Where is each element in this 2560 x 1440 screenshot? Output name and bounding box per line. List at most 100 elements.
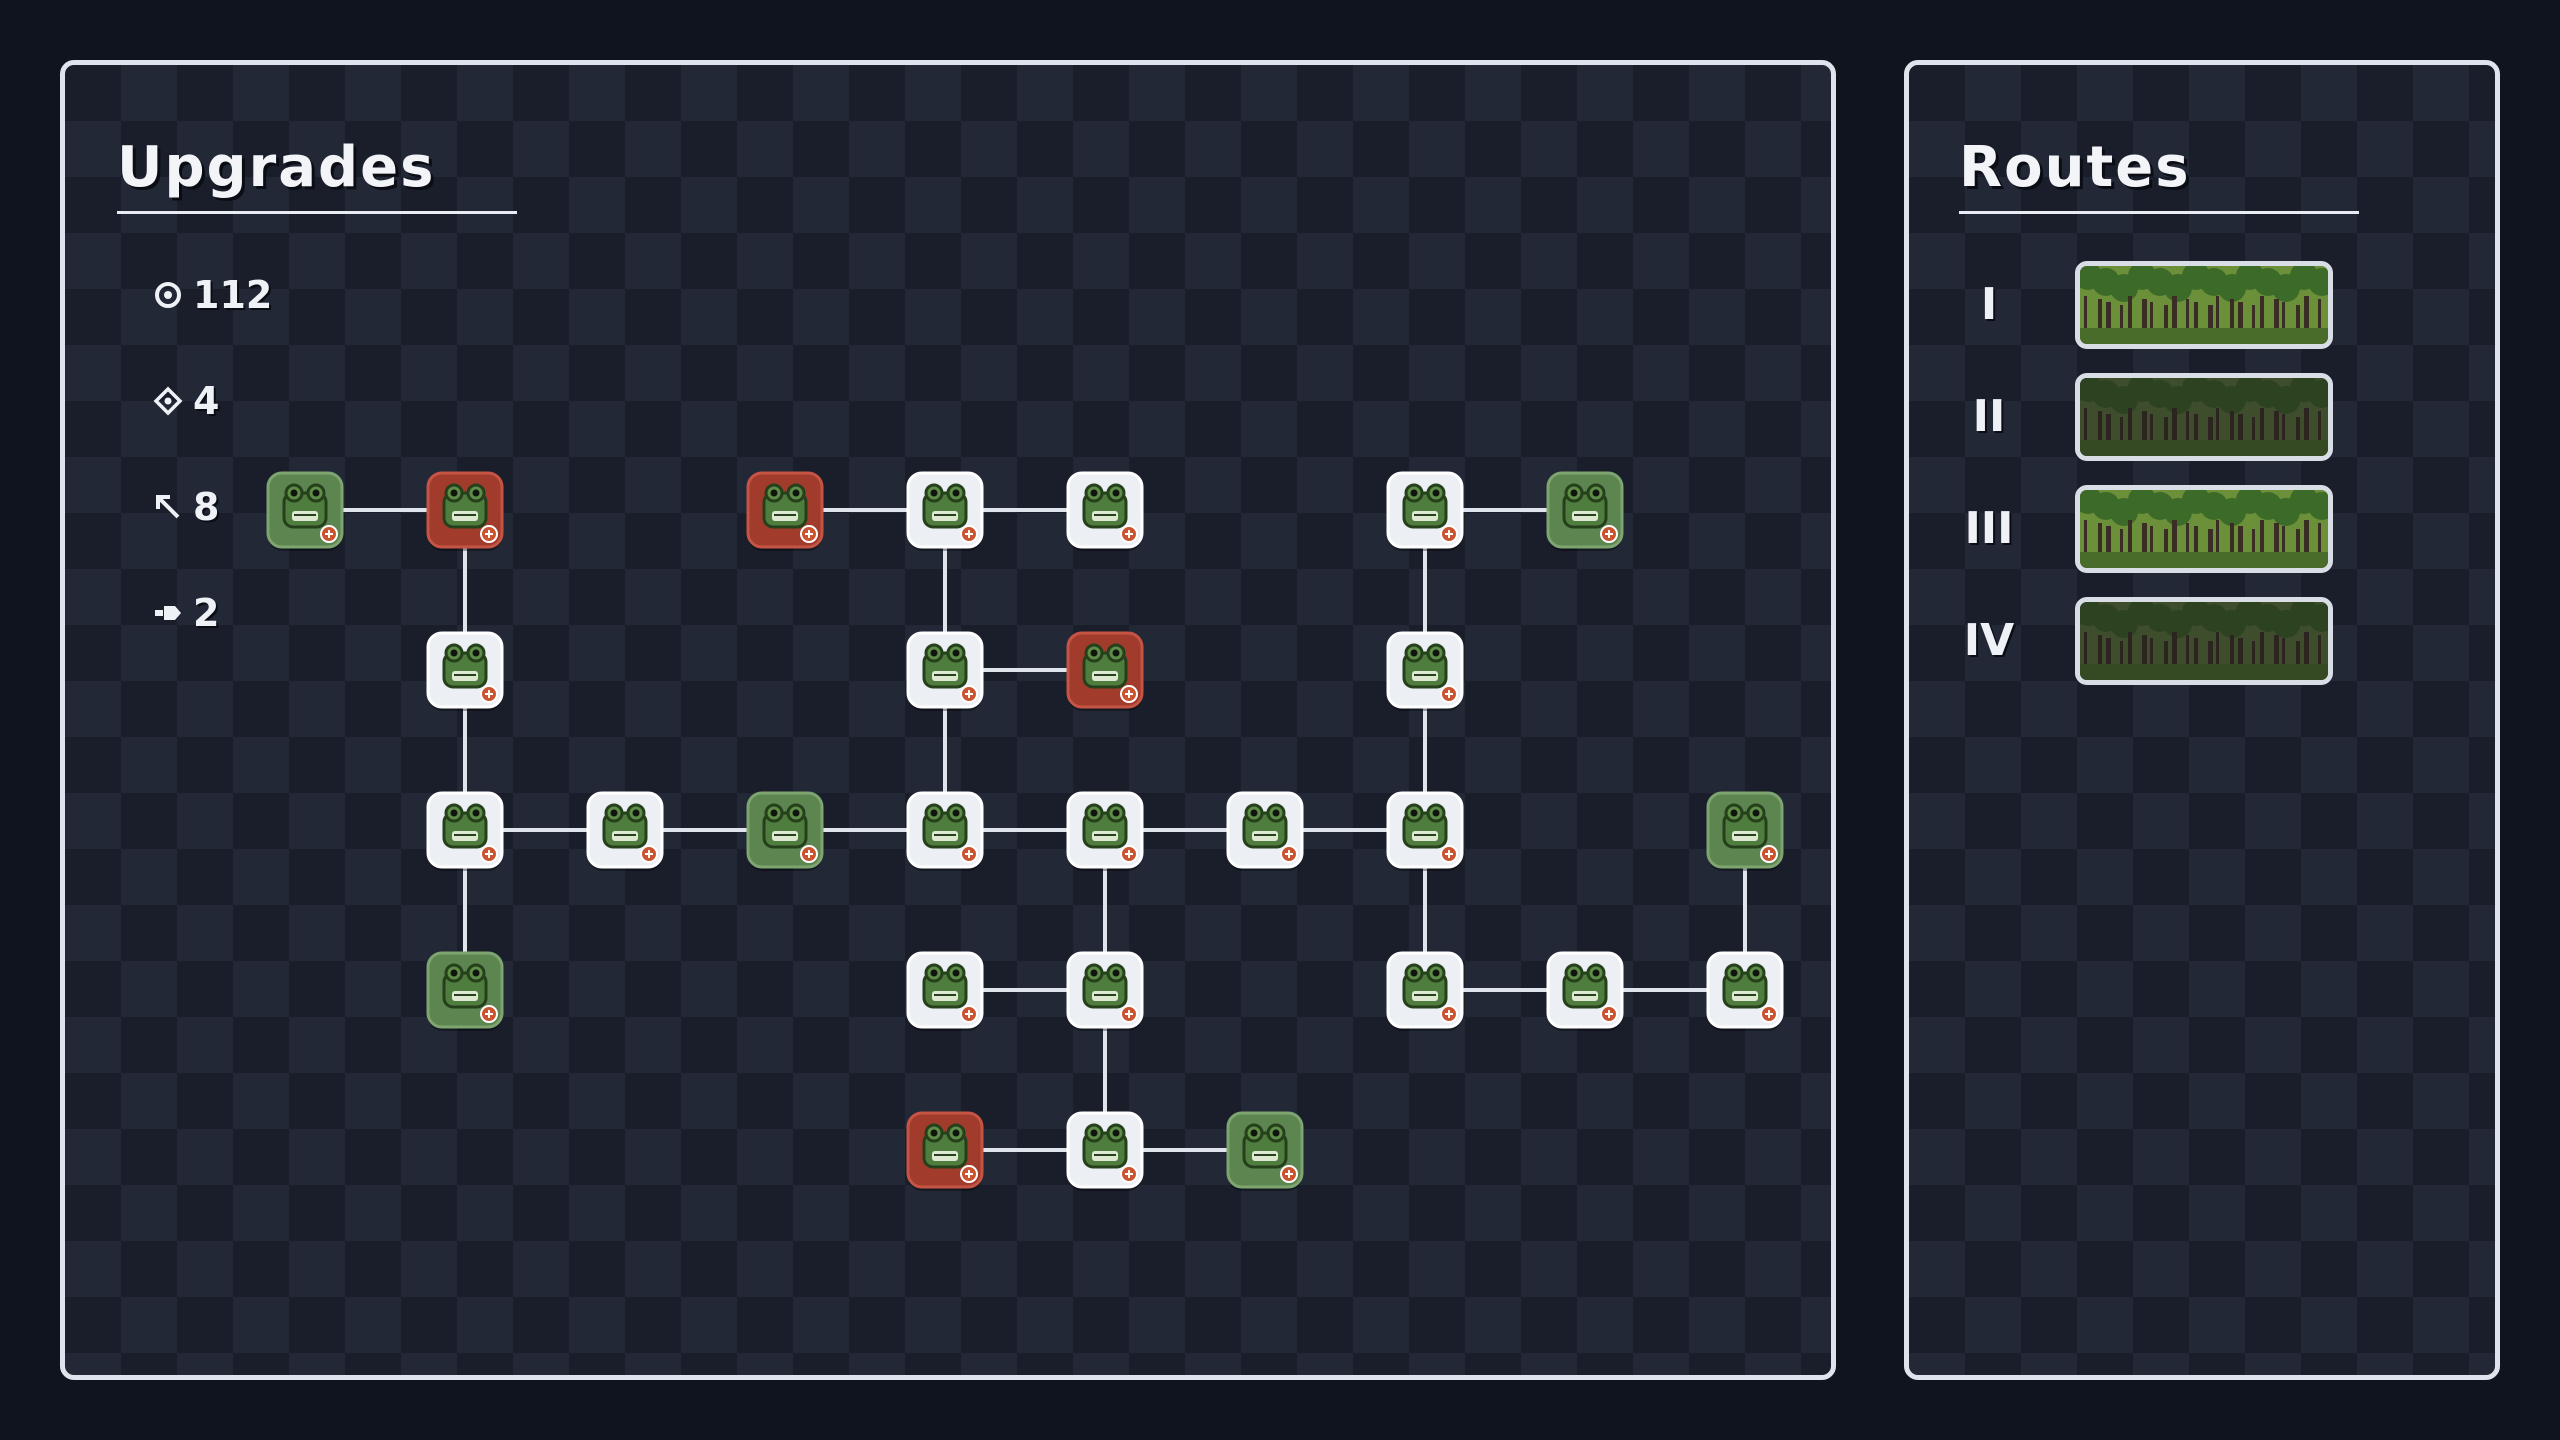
frog-face-icon — [1562, 483, 1608, 529]
upgrade-node-available[interactable] — [906, 791, 984, 871]
range-value: 8 — [193, 485, 220, 529]
route-row-1[interactable]: I — [1909, 261, 2495, 351]
upgrade-node-owned[interactable] — [266, 471, 344, 551]
upgrade-node-owned[interactable] — [1706, 791, 1784, 871]
plus-badge-icon — [1600, 525, 1618, 543]
frog-face-icon — [442, 963, 488, 1009]
speed-value: 2 — [193, 591, 220, 635]
frog-face-icon — [1722, 963, 1768, 1009]
plus-badge-icon — [1440, 685, 1458, 703]
upgrade-node-available[interactable] — [1066, 1111, 1144, 1191]
plus-badge-icon — [1120, 525, 1138, 543]
frog-face-icon — [442, 483, 488, 529]
upgrade-node-locked[interactable] — [746, 471, 824, 551]
upgrade-node-owned[interactable] — [1226, 1111, 1304, 1191]
frog-face-icon — [922, 963, 968, 1009]
plus-badge-icon — [480, 685, 498, 703]
route-thumbnail[interactable] — [2075, 261, 2333, 349]
plus-badge-icon — [1440, 1005, 1458, 1023]
plus-badge-icon — [960, 685, 978, 703]
plus-badge-icon — [800, 845, 818, 863]
upgrade-node-available[interactable] — [1706, 951, 1784, 1031]
plus-badge-icon — [960, 525, 978, 543]
plus-badge-icon — [1120, 845, 1138, 863]
upgrade-node-locked[interactable] — [906, 1111, 984, 1191]
plus-badge-icon — [1120, 685, 1138, 703]
range-stat: 8 — [153, 485, 219, 529]
plus-badge-icon — [1120, 1005, 1138, 1023]
route-label: I — [1980, 279, 1998, 330]
plus-badge-icon — [800, 525, 818, 543]
route-label: II — [1972, 391, 2006, 442]
upgrade-node-available[interactable] — [1226, 791, 1304, 871]
frog-face-icon — [1722, 803, 1768, 849]
upgrade-node-available[interactable] — [906, 951, 984, 1031]
upgrade-node-owned[interactable] — [426, 951, 504, 1031]
upgrade-tree — [266, 471, 1784, 1191]
upgrade-node-available[interactable] — [1386, 631, 1464, 711]
frog-face-icon — [1562, 963, 1608, 1009]
plus-badge-icon — [1280, 845, 1298, 863]
plus-badge-icon — [480, 845, 498, 863]
upgrade-node-available[interactable] — [1386, 471, 1464, 551]
upgrade-node-owned[interactable] — [746, 791, 824, 871]
plus-badge-icon — [960, 845, 978, 863]
frog-face-icon — [1402, 963, 1448, 1009]
frog-face-icon — [1082, 963, 1128, 1009]
coins-stat: 112 — [153, 273, 272, 317]
frog-face-icon — [1082, 803, 1128, 849]
forest-scene-image — [2080, 378, 2328, 456]
plus-badge-icon — [960, 1165, 978, 1183]
plus-badge-icon — [1280, 1165, 1298, 1183]
forest-scene-image — [2080, 266, 2328, 344]
route-label: III — [1964, 503, 2014, 554]
route-row-2[interactable]: II — [1909, 373, 2495, 463]
upgrade-node-available[interactable] — [1066, 791, 1144, 871]
upgrade-node-available[interactable] — [1066, 951, 1144, 1031]
upgrades-panel: Upgrades 112 4 8 2 — [60, 60, 1836, 1380]
frog-face-icon — [442, 643, 488, 689]
coin-icon — [155, 282, 181, 308]
upgrade-node-available[interactable] — [906, 471, 984, 551]
frog-face-icon — [1402, 803, 1448, 849]
route-thumbnail[interactable] — [2075, 373, 2333, 461]
plus-badge-icon — [1440, 845, 1458, 863]
forest-scene-image — [2080, 602, 2328, 680]
plus-badge-icon — [640, 845, 658, 863]
frog-face-icon — [762, 483, 808, 529]
routes-title-underline — [1959, 211, 2359, 214]
plus-badge-icon — [480, 525, 498, 543]
upgrade-node-locked[interactable] — [1066, 631, 1144, 711]
frog-face-icon — [602, 803, 648, 849]
upgrade-node-available[interactable] — [906, 631, 984, 711]
upgrade-node-available[interactable] — [426, 791, 504, 871]
routes-title: Routes — [1959, 135, 2191, 200]
upgrade-node-available[interactable] — [1386, 791, 1464, 871]
upgrade-node-owned[interactable] — [1546, 471, 1624, 551]
route-row-3[interactable]: III — [1909, 485, 2495, 575]
upgrades-title: Upgrades — [117, 135, 436, 200]
upgrade-node-locked[interactable] — [426, 471, 504, 551]
frog-face-icon — [442, 803, 488, 849]
arrow-up-left-icon — [156, 495, 180, 519]
frog-face-icon — [282, 483, 328, 529]
upgrade-node-available[interactable] — [1546, 951, 1624, 1031]
gems-stat: 4 — [153, 379, 219, 423]
plus-badge-icon — [1440, 525, 1458, 543]
frog-face-icon — [762, 803, 808, 849]
gems-value: 4 — [193, 379, 220, 423]
plus-badge-icon — [1120, 1165, 1138, 1183]
frog-face-icon — [922, 483, 968, 529]
frog-face-icon — [1082, 483, 1128, 529]
upgrade-node-available[interactable] — [586, 791, 664, 871]
route-thumbnail[interactable] — [2075, 597, 2333, 685]
upgrade-node-available[interactable] — [1386, 951, 1464, 1031]
frog-face-icon — [1402, 643, 1448, 689]
route-thumbnail[interactable] — [2075, 485, 2333, 573]
upgrade-node-available[interactable] — [1066, 471, 1144, 551]
upgrade-node-available[interactable] — [426, 631, 504, 711]
dash-icon — [155, 606, 181, 620]
frog-face-icon — [1242, 803, 1288, 849]
frog-face-icon — [922, 1123, 968, 1169]
route-row-4[interactable]: IV — [1909, 597, 2495, 687]
